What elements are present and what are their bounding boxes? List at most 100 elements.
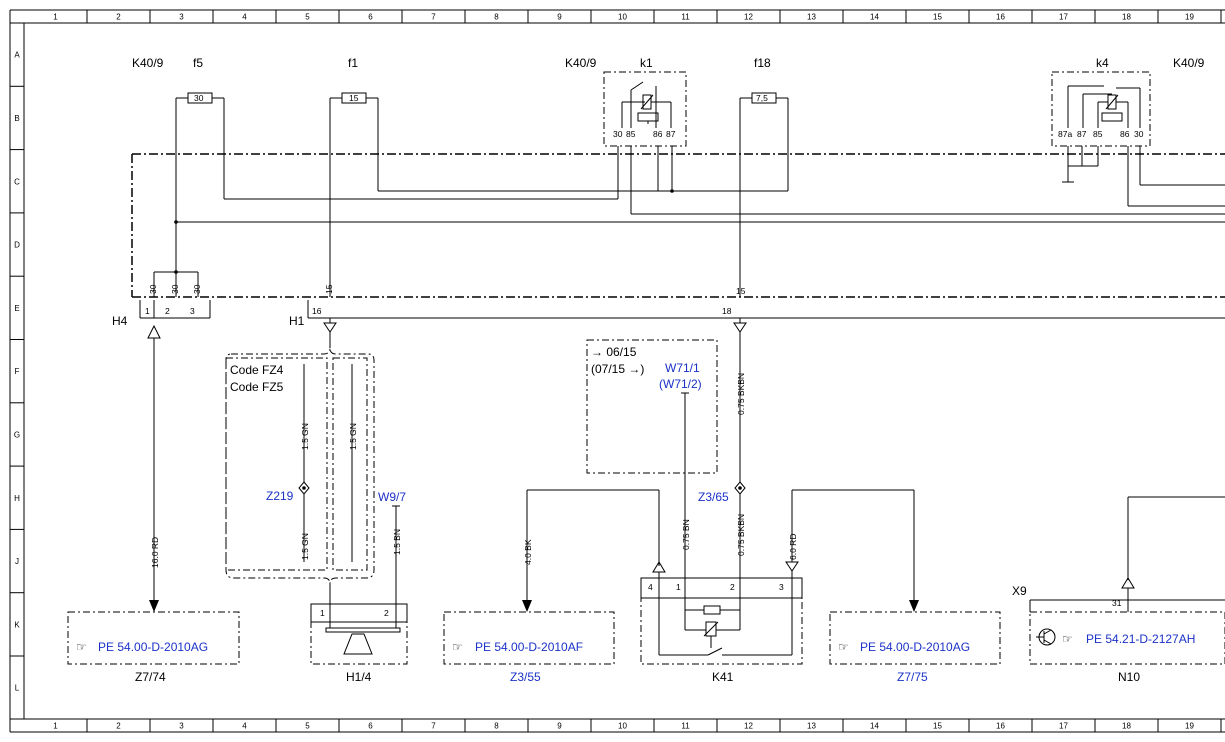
k1-label: k1 — [640, 56, 653, 70]
grid-col-label-top-19: 19 — [1185, 13, 1194, 22]
component-n10: X9 31 ☞ PE 54.21-D-2127AH N10 — [1012, 496, 1225, 684]
k1-pin-30: 30 — [613, 129, 623, 139]
k41-pin-1: 1 — [676, 582, 681, 592]
h1-pin-16: 16 — [312, 306, 322, 316]
k4-pin-85: 85 — [1093, 129, 1103, 139]
grid-col-label-top-16: 16 — [996, 13, 1005, 22]
grid-row-label-E: E — [14, 304, 19, 313]
fuse-f18: 7,5 — [739, 92, 789, 150]
h4-term-1: 30 — [148, 284, 158, 294]
component-n10-label: N10 — [1118, 670, 1140, 684]
grid-col-label-bottom-19: 19 — [1185, 722, 1194, 731]
h4-pin-3: 3 — [190, 306, 195, 316]
diagram-frame: 1122334455667788991010111112121313141415… — [9, 9, 1225, 733]
grid-col-label-bottom-1: 1 — [53, 722, 58, 731]
h1-label: H1 — [289, 314, 305, 328]
wire-label-bn-15: 1.5 BN — [392, 529, 402, 555]
component-k41-label: K41 — [712, 670, 734, 684]
k40-label-mid: K40/9 — [565, 56, 597, 70]
fuse-f5-value: 30 — [194, 93, 204, 103]
grid-col-label-top-8: 8 — [494, 13, 499, 22]
grid-row-label-C: C — [14, 177, 20, 186]
component-h1-4: H1/4 — [346, 670, 372, 684]
f1-label: f1 — [348, 56, 358, 70]
grid-col-label-top-17: 17 — [1059, 13, 1068, 22]
k40-label-right: K40/9 — [1173, 56, 1205, 70]
k4-pin-30: 30 — [1134, 129, 1144, 139]
grid-col-label-top-7: 7 — [431, 13, 436, 22]
grid-col-label-top-6: 6 — [368, 13, 373, 22]
ref-link-3[interactable]: PE 54.00-D-2010AG — [860, 640, 970, 654]
h1-4-pin-2: 2 — [384, 608, 389, 618]
node-z3-65: Z3/65 — [698, 490, 729, 504]
hand-pointer-icon: ☞ — [1062, 632, 1073, 646]
relay-k1: 30 85 86 87 — [603, 71, 687, 147]
code-fz5: Code FZ5 — [230, 380, 284, 394]
code-option-box: Code FZ4 Code FZ5 Z219 1.5 GN 1.5 GN 1.5… — [225, 332, 375, 604]
grid-col-label-bottom-3: 3 — [179, 722, 184, 731]
ref-link-2[interactable]: PE 54.00-D-2010AF — [475, 640, 583, 654]
component-z7-74: Z7/74 — [135, 670, 166, 684]
k4-pin-87: 87 — [1077, 129, 1087, 139]
grid-col-label-top-14: 14 — [870, 13, 879, 22]
f5-label: f5 — [193, 56, 203, 70]
grid-row-label-G: G — [14, 430, 20, 439]
grid-col-label-bottom-8: 8 — [494, 722, 499, 731]
grid-col-label-top-11: 11 — [681, 13, 690, 22]
grid-col-label-bottom-11: 11 — [681, 722, 690, 731]
k1-pin-85: 85 — [626, 129, 636, 139]
ref-box-3[interactable]: ☞ PE 54.00-D-2010AG — [829, 611, 1001, 665]
variant-line-2: (07/15 →) — [591, 362, 644, 376]
grid-col-label-bottom-16: 16 — [996, 722, 1005, 731]
wire-label-bk: 4.0 BK — [523, 539, 533, 565]
ref-link-1[interactable]: PE 54.00-D-2010AG — [98, 640, 208, 654]
fuse-f1-value: 15 — [349, 93, 359, 103]
grid-col-label-bottom-5: 5 — [305, 722, 310, 731]
x9-pin-31: 31 — [1112, 598, 1122, 608]
node-w9-7: W9/7 — [378, 490, 406, 504]
box-internal-wires — [174, 146, 1225, 297]
k41-pin-4: 4 — [648, 582, 653, 592]
wire-f18-to-k41: Z3/65 0.75 BKBN 0.75 BKBN — [698, 332, 746, 590]
k4-pin-86: 86 — [1120, 129, 1130, 139]
grid-col-label-bottom-14: 14 — [870, 722, 879, 731]
variant-w71-2: (W71/2) — [659, 377, 702, 391]
wire-label-bkbn-1: 0.75 BKBN — [736, 373, 746, 415]
wire-to-z3-55: 4.0 BK — [522, 489, 666, 612]
relay-k4: 87a 87 85 86 30 — [1051, 71, 1151, 147]
grid-col-label-bottom-7: 7 — [431, 722, 436, 731]
component-k41: 4 1 2 3 K41 — [640, 571, 803, 684]
wire-label-16rd: 16.0 RD — [150, 537, 160, 568]
ref-link-4[interactable]: PE 54.21-D-2127AH — [1086, 632, 1195, 646]
connector-h4: 30 30 30 H4 1 2 3 — [112, 270, 211, 339]
ref-box-1[interactable]: ☞ PE 54.00-D-2010AG — [67, 611, 240, 665]
variant-w71-1: W71/1 — [665, 361, 700, 375]
grid-col-label-top-15: 15 — [933, 13, 942, 22]
k4-label: k4 — [1096, 56, 1109, 70]
h4-term-3: 30 — [192, 284, 202, 294]
grid-row-label-D: D — [14, 241, 20, 250]
ref-box-2[interactable]: ☞ PE 54.00-D-2010AF — [443, 611, 615, 665]
wire-label-bn-075: 0.75 BN — [681, 519, 691, 550]
hand-pointer-icon: ☞ — [76, 640, 87, 654]
grid-row-label-F: F — [15, 367, 20, 376]
f18-label: f18 — [754, 56, 771, 70]
h1-term-15b: 15 — [736, 286, 746, 296]
component-z3-55: Z3/55 — [510, 670, 541, 684]
connector-h1: H1 16 18 15 15 — [289, 284, 1225, 333]
h1-pin-18: 18 — [722, 306, 732, 316]
h4-label: H4 — [112, 314, 128, 328]
grid-col-label-top-10: 10 — [618, 13, 627, 22]
grid-col-label-top-12: 12 — [744, 13, 753, 22]
connection-box-boundary — [131, 153, 1225, 298]
wire-label-bkbn-2: 0.75 BKBN — [736, 514, 746, 556]
variant-box: → 06/15 (07/15 →) W71/1 (W71/2) 0.75 BN — [586, 339, 718, 590]
grid-col-label-bottom-4: 4 — [242, 722, 247, 731]
code-fz4: Code FZ4 — [230, 363, 284, 377]
grid-col-label-top-1: 1 — [53, 13, 58, 22]
grid-col-label-bottom-6: 6 — [368, 722, 373, 731]
grid-col-label-bottom-10: 10 — [618, 722, 627, 731]
hand-pointer-icon: ☞ — [838, 640, 849, 654]
wire-label-rd-6: 6.0 RD — [788, 534, 798, 560]
